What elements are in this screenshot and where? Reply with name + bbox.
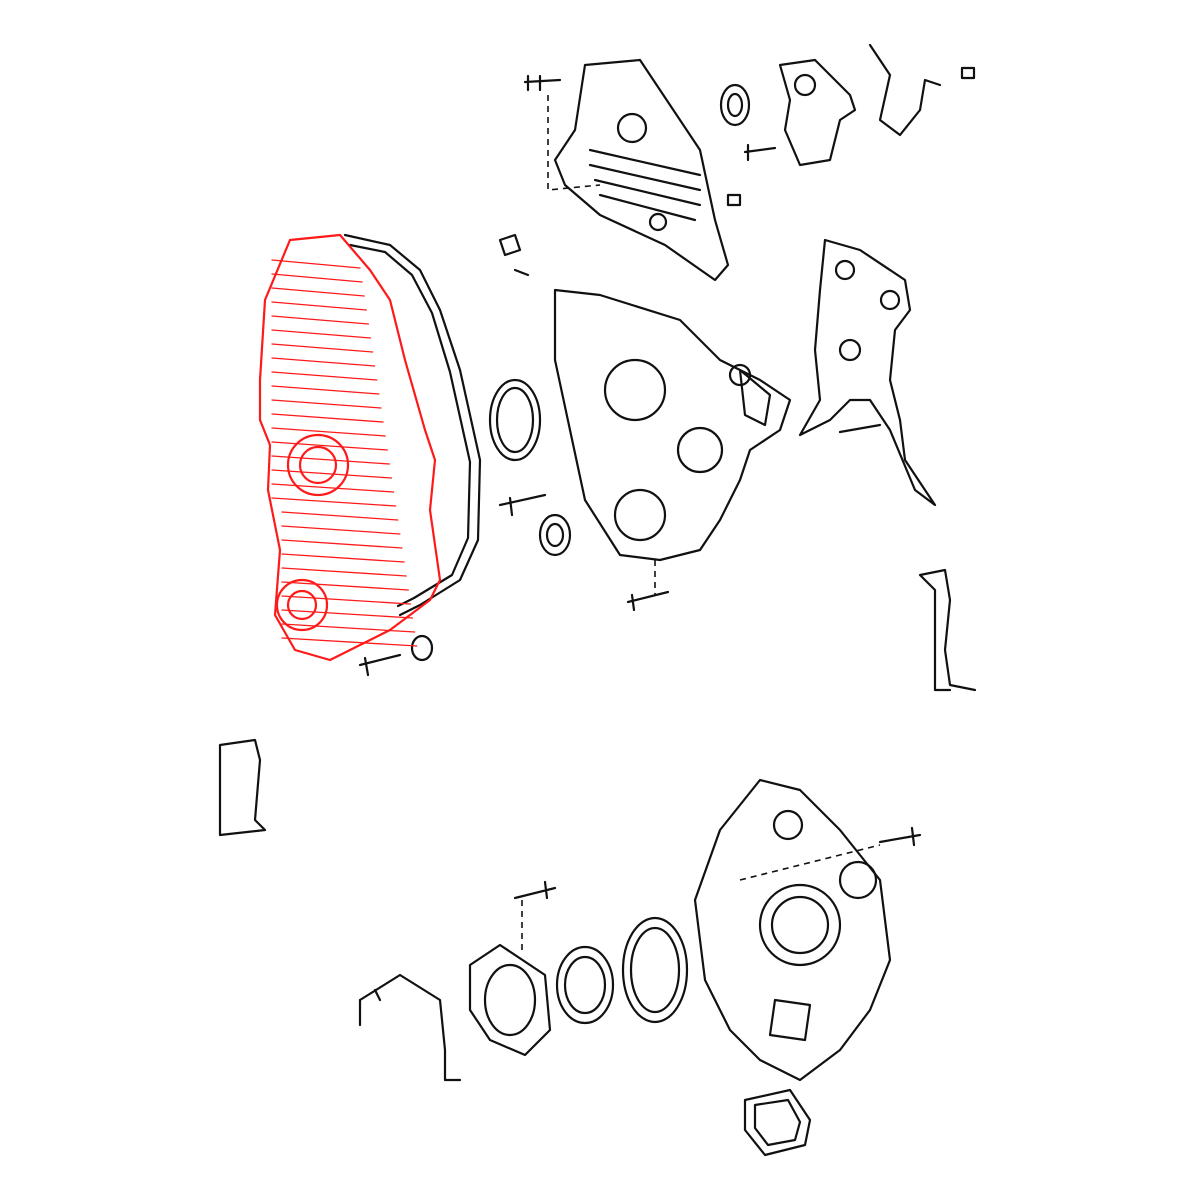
bolt bbox=[878, 826, 922, 847]
bracket bbox=[218, 738, 267, 837]
timing-cover-gasket bbox=[343, 233, 482, 617]
seal-retainer bbox=[468, 943, 552, 1057]
stud bbox=[838, 423, 882, 434]
bolt bbox=[523, 74, 562, 92]
o-ring bbox=[488, 378, 542, 462]
oil-seal bbox=[621, 916, 689, 1024]
rear-end-plate bbox=[693, 778, 892, 1082]
bolt bbox=[358, 653, 402, 677]
stud bbox=[498, 493, 547, 517]
bolt bbox=[513, 880, 557, 900]
grommet bbox=[410, 634, 434, 662]
front-case-gasket bbox=[798, 238, 937, 507]
oil-seal bbox=[719, 83, 751, 127]
cover-plug bbox=[743, 1088, 812, 1157]
pump-housing bbox=[778, 58, 857, 167]
plug bbox=[498, 233, 530, 277]
oil-seal bbox=[555, 945, 615, 1025]
front-case bbox=[553, 288, 792, 562]
parts-line-art bbox=[218, 43, 977, 1157]
dowel-pin bbox=[960, 66, 976, 80]
bracket bbox=[918, 568, 977, 692]
bolt bbox=[626, 590, 670, 612]
gasket-small bbox=[868, 43, 942, 137]
alignment-line bbox=[547, 95, 601, 191]
oil-seal bbox=[538, 513, 572, 557]
upper-rear-plate bbox=[553, 58, 730, 282]
retainer-gasket bbox=[358, 973, 462, 1082]
timing-cover-highlighted bbox=[258, 233, 442, 662]
dowel-pin bbox=[726, 193, 742, 207]
bolt bbox=[743, 143, 777, 162]
alignment-line bbox=[739, 844, 881, 881]
